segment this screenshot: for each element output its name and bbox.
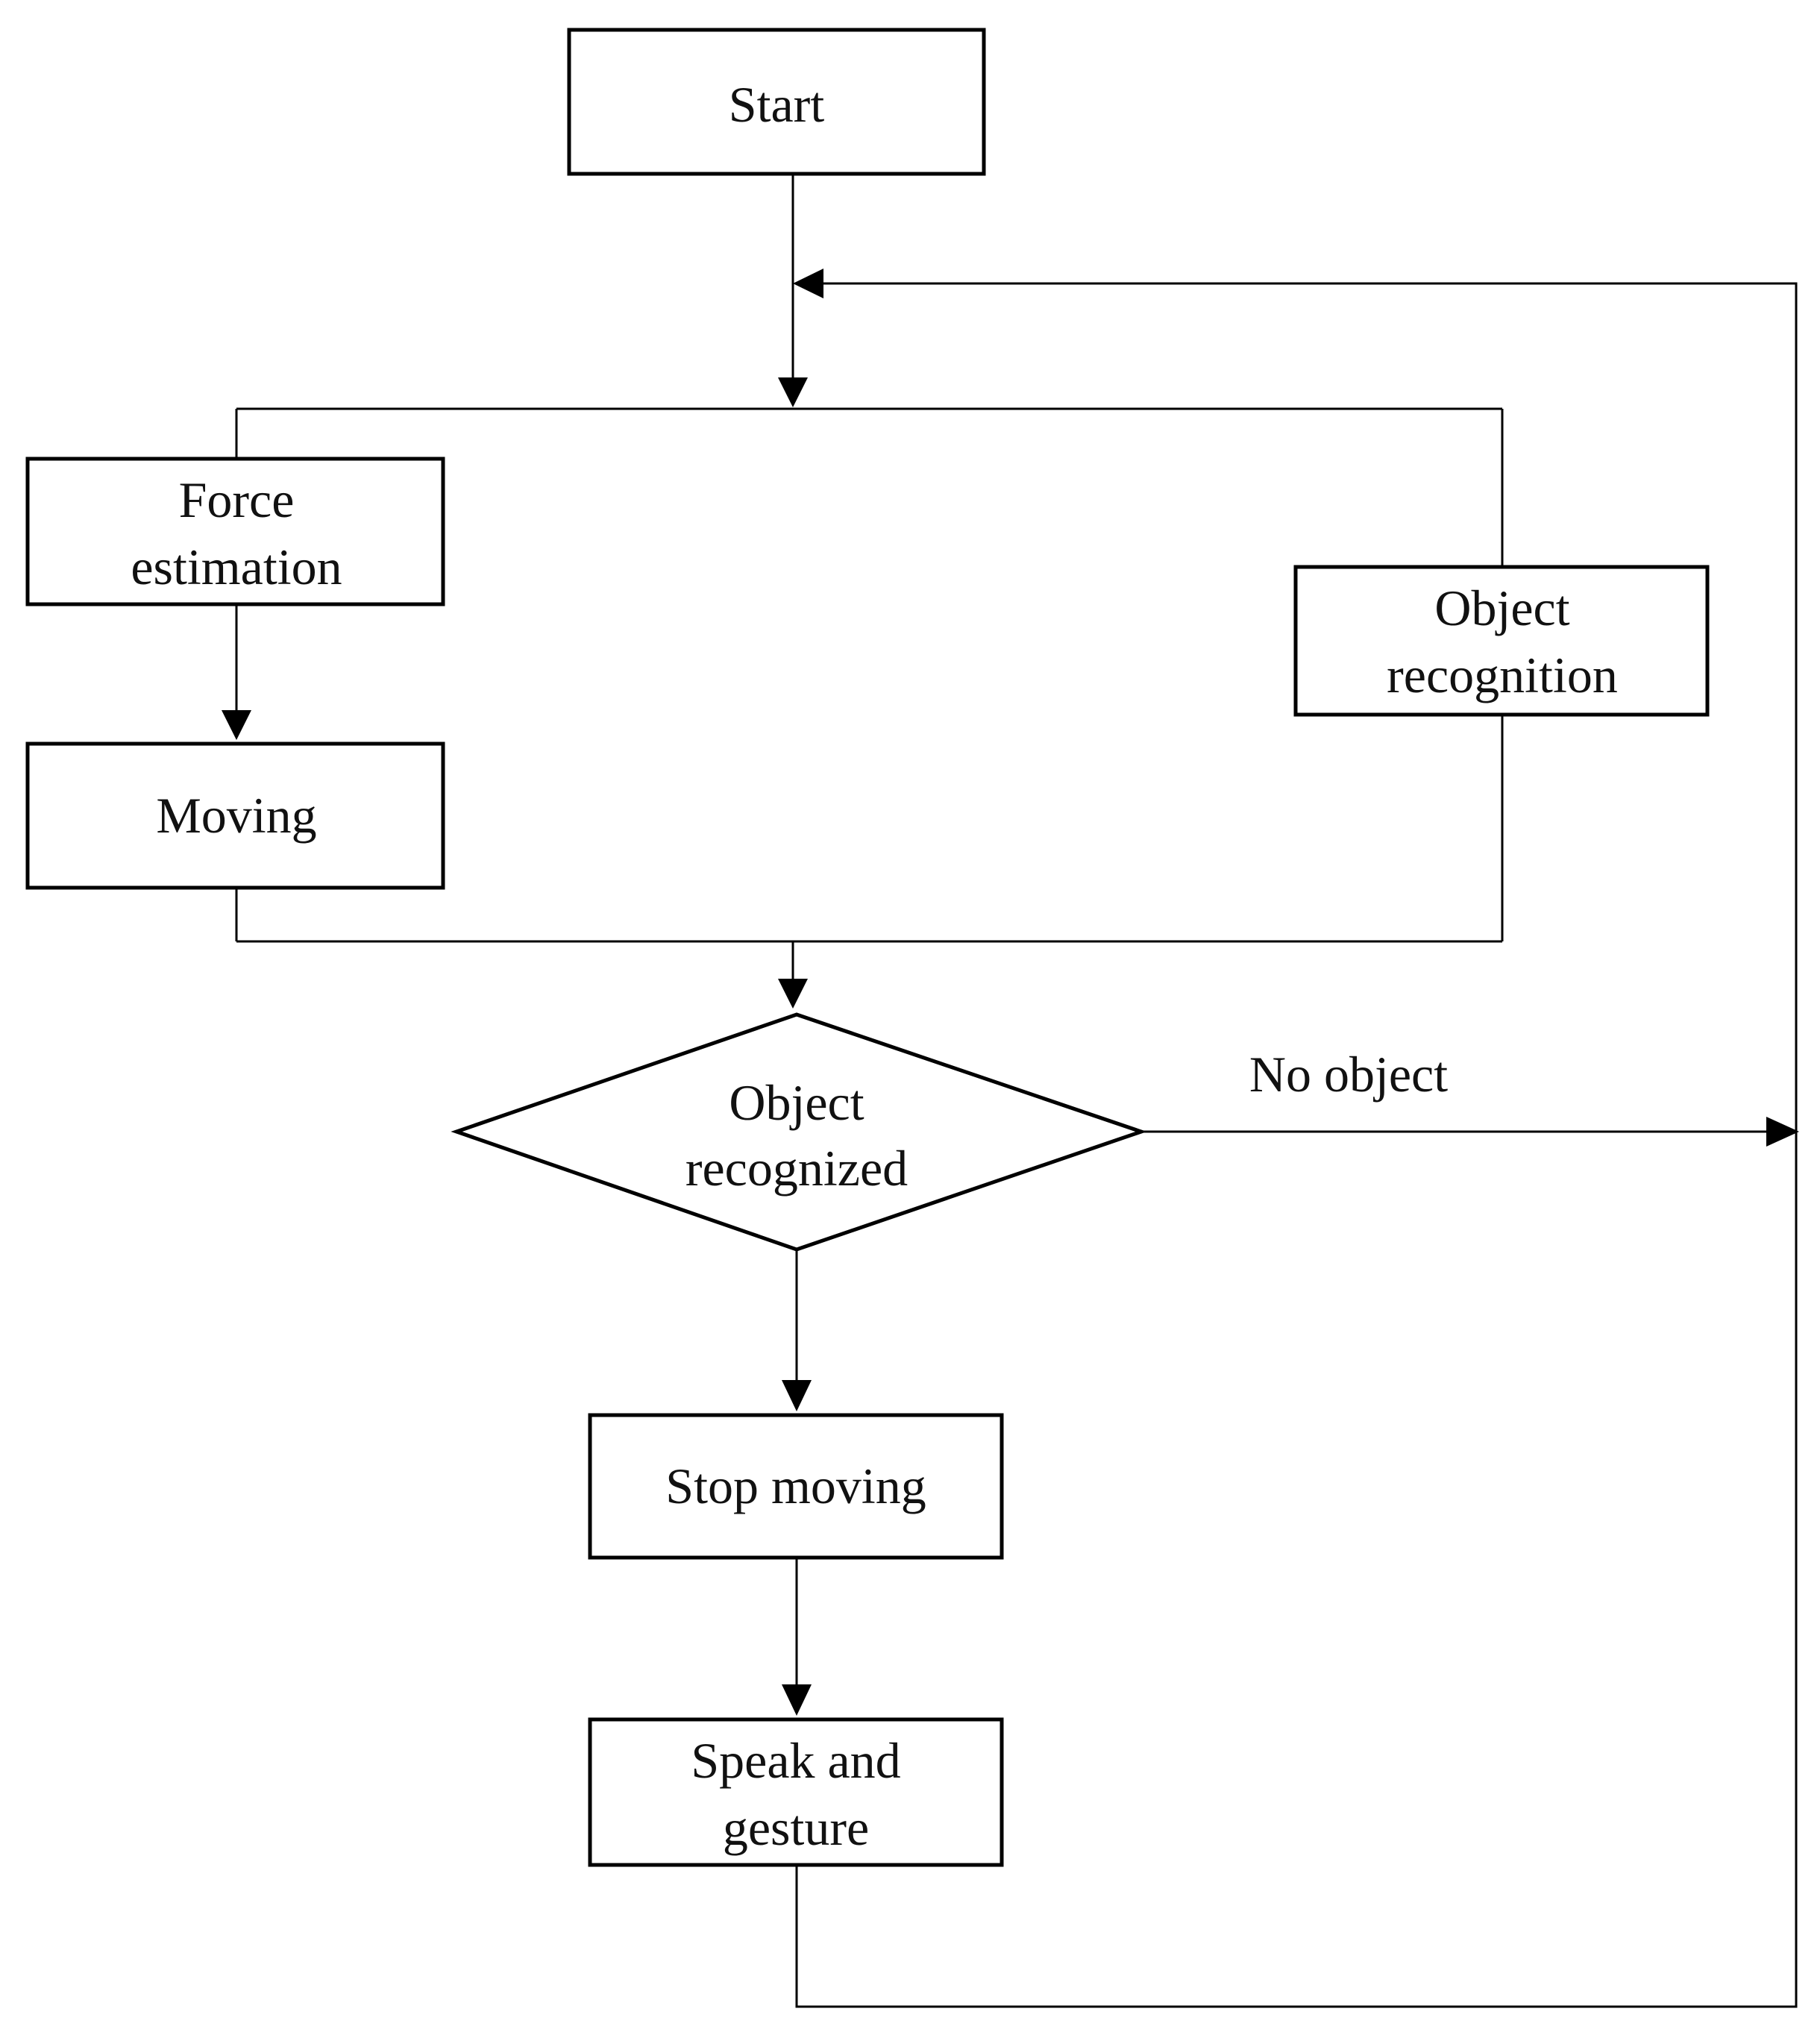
- start-node: Start: [567, 28, 986, 176]
- arrowhead-down-split: [778, 377, 808, 407]
- moving-label: Moving: [156, 787, 316, 844]
- arrowhead-force-to-moving: [222, 710, 251, 740]
- arrowhead-stop-to-speak: [782, 1684, 812, 1716]
- arrowheads: [222, 269, 1799, 1716]
- decision-label-line-1: Object: [729, 1074, 864, 1131]
- force-estimation-label-line-1: Force: [179, 471, 295, 528]
- arrowhead-no-object: [1766, 1117, 1799, 1147]
- arrowhead-decision-to-stop: [782, 1380, 812, 1411]
- arrowhead-join-to-decision: [778, 979, 808, 1009]
- no-object-label: No object: [1249, 1046, 1448, 1103]
- stop-moving-label: Stop moving: [665, 1458, 926, 1514]
- object-recognized-decision: Object recognized: [451, 1012, 1147, 1252]
- moving-node: Moving: [25, 741, 445, 890]
- force-estimation-node: Force estimation: [25, 457, 445, 606]
- start-label: Start: [729, 76, 825, 133]
- object-recognition-label-line-1: Object: [1434, 580, 1569, 636]
- connector-loop-back: [795, 282, 1798, 2008]
- decision-label-line-2: recognized: [685, 1140, 908, 1197]
- force-estimation-label-line-2: estimation: [131, 539, 342, 595]
- stop-moving-node: Stop moving: [588, 1413, 1004, 1560]
- speak-and-gesture-node: Speak and gesture: [588, 1717, 1004, 1867]
- object-recognition-node: Object recognition: [1293, 565, 1710, 717]
- connectors: [235, 174, 1798, 2008]
- object-recognition-label-line-2: recognition: [1387, 647, 1618, 703]
- speak-gesture-label-line-2: gesture: [723, 1799, 869, 1856]
- speak-gesture-label-line-1: Speak and: [691, 1732, 900, 1789]
- arrowhead-loop-return: [793, 269, 823, 298]
